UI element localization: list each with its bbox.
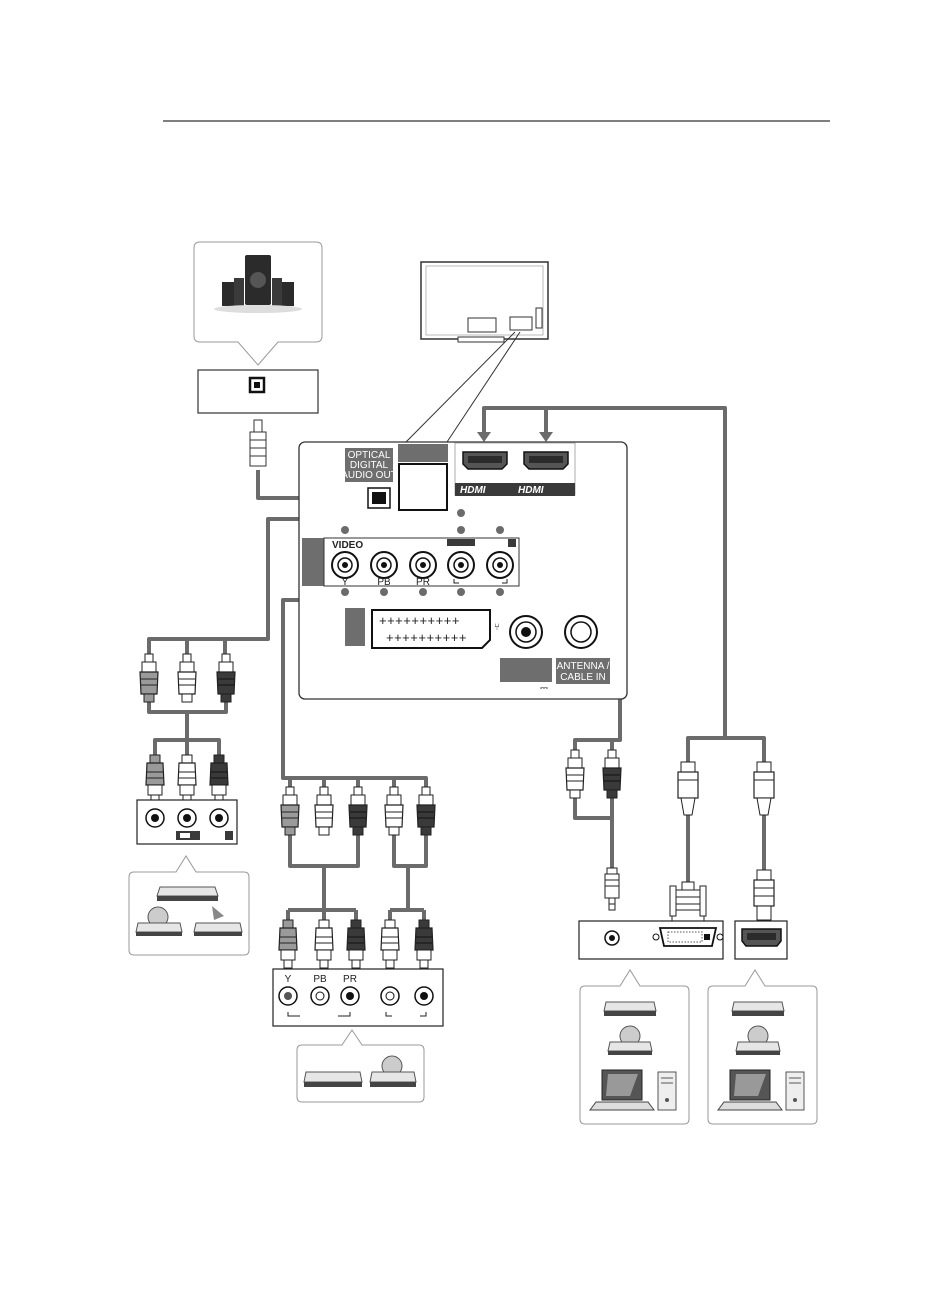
- panel-y-label: Y: [342, 577, 349, 588]
- component-cable-lower-left: [288, 835, 358, 920]
- dvd-player-icon-2: [304, 1072, 362, 1087]
- audio-label-bg: [447, 539, 475, 546]
- composite-plugs-lower: [146, 755, 228, 803]
- antenna-label-line1: ANTENNA /: [557, 661, 610, 672]
- panel-pr-label: PR: [416, 577, 430, 588]
- desktop-tower-icon-2: [786, 1072, 804, 1110]
- set-top-box-icon: [604, 1002, 656, 1016]
- component-plugs-upper: [281, 787, 435, 835]
- pc-devices-callout: [580, 970, 689, 1124]
- scart-icon: ⑂: [494, 622, 500, 633]
- tv-back-icon: [421, 262, 548, 342]
- pc-audio-cable-lower: [575, 795, 612, 868]
- panel-pb-label: PB: [377, 577, 391, 588]
- composite-plugs-upper: [140, 654, 235, 702]
- service-port: [399, 464, 447, 510]
- hdmi-arrow-2: [539, 432, 553, 442]
- component-devices-callout: [297, 1030, 424, 1102]
- hdmi-arrow-1: [477, 432, 491, 442]
- optical-plug-vertical: [250, 420, 266, 466]
- antenna-label-line2: CABLE IN: [560, 672, 606, 683]
- hdmi1-label: HDMI: [460, 485, 486, 496]
- optical-label-line3: AUDIO OUT: [341, 470, 397, 481]
- blank-label-1: [398, 444, 448, 462]
- hdmi-cable-lower: [688, 815, 764, 882]
- mini-jack-plug: [605, 868, 619, 910]
- dc-symbol: ⎓: [540, 683, 548, 694]
- audio-r-marker: [508, 539, 516, 547]
- scart-side-label: [345, 608, 365, 646]
- component-y-label: Y: [285, 974, 292, 985]
- set-top-box-icon-2: [732, 1002, 784, 1016]
- hdmi-plugs-upper: [678, 762, 774, 815]
- hdmi-plug-lower: [754, 870, 774, 920]
- component-pr-label: PR: [343, 974, 357, 985]
- component-cable-lower-right: [390, 835, 426, 920]
- component-plugs-lower: [279, 920, 433, 968]
- dvi-plug: [670, 882, 706, 922]
- av-row-side-label: [302, 538, 324, 586]
- svg-text:++++++++++: ++++++++++: [379, 613, 460, 628]
- video-label: VIDEO: [332, 540, 363, 551]
- zoom-line-left: [406, 332, 515, 442]
- hdmi2-label: HDMI: [518, 485, 544, 496]
- av-cable-left-join: [149, 700, 226, 755]
- dvd-player-icon: [157, 887, 218, 901]
- hdmi-devices-callout: [708, 970, 817, 1124]
- av-cable-left-split: [187, 639, 225, 655]
- composite-device-jacks: [146, 809, 228, 827]
- component-pb-label: PB: [313, 974, 327, 985]
- pc-audio-plugs: [566, 750, 621, 798]
- desktop-tower-icon: [658, 1072, 676, 1110]
- composite-devices-callout: [129, 856, 249, 955]
- dvi-port: [653, 928, 723, 946]
- speaker-system-box: [194, 242, 322, 365]
- svg-text:++++++++++: ++++++++++: [386, 630, 467, 645]
- blank-label-2: [500, 658, 552, 682]
- composite-device-r-label: [225, 831, 233, 840]
